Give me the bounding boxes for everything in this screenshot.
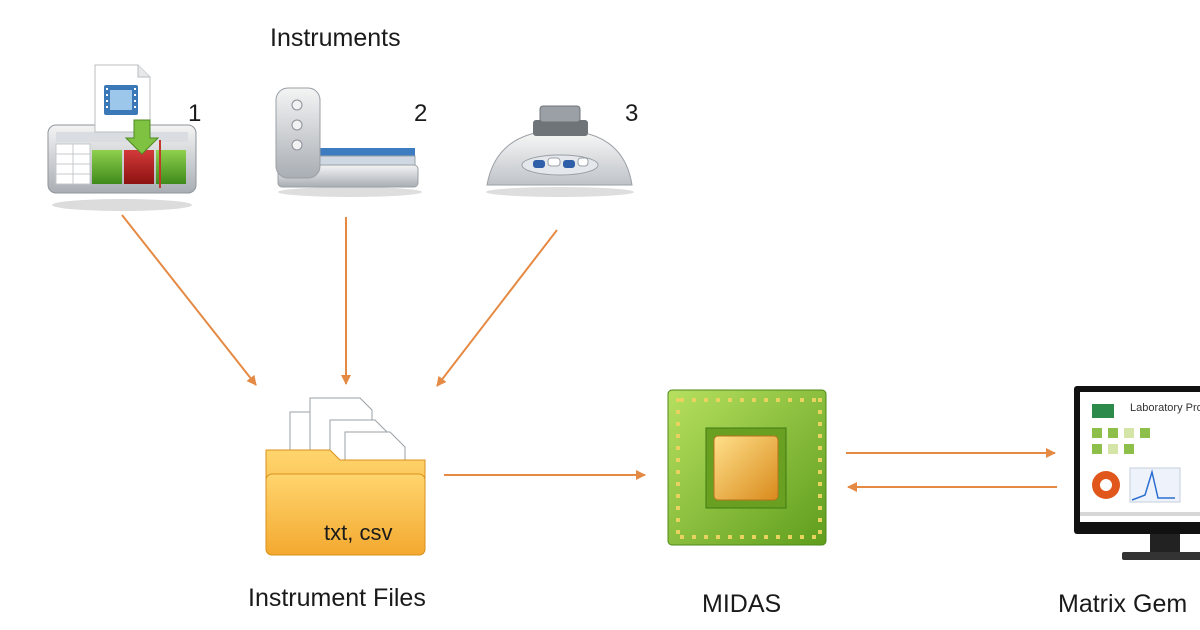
chip-contact-dot [728, 535, 732, 539]
chip-contact-dot [818, 422, 822, 426]
chip-contact-dot [752, 398, 756, 402]
chip-contact-dot [704, 398, 708, 402]
chip-contact-dot [788, 398, 792, 402]
chip-contact-dot [818, 398, 822, 402]
chip-contact-dot [818, 482, 822, 486]
chip-contact-dot [764, 535, 768, 539]
chip-contact-dot [680, 535, 684, 539]
chip-contact-dot [788, 535, 792, 539]
analyzer-instrument-icon [275, 87, 422, 197]
chip-contact-dot [676, 434, 680, 438]
chip-contact-dot [818, 494, 822, 498]
arrow-instrument3-to-files [436, 229, 558, 387]
chip-contact-dot [676, 482, 680, 486]
chip-contact-dot [676, 422, 680, 426]
chip-contact-dot [752, 535, 756, 539]
chip-contact-dot [740, 535, 744, 539]
instrument-number-2: 2 [414, 100, 428, 127]
folder-file-types: txt, csv [324, 520, 393, 545]
chip-contact-dot [818, 446, 822, 450]
tray-instrument-icon [486, 105, 634, 197]
instrument-number-1: 1 [188, 100, 202, 127]
chip-contact-dot [716, 535, 720, 539]
chip-contact-dot [812, 535, 816, 539]
chip-contact-dot [676, 470, 680, 474]
chip-contact-dot [676, 446, 680, 450]
instruments-title: Instruments [270, 24, 401, 52]
chip-contact-dot [818, 530, 822, 534]
chip-contact-dot [818, 458, 822, 462]
chip-contact-dot [676, 530, 680, 534]
chip-contact-dot [676, 506, 680, 510]
chip-contact-dot [692, 398, 696, 402]
chip-contact-dot [704, 535, 708, 539]
chip-contact-dot [676, 518, 680, 522]
chip-contact-dot [800, 398, 804, 402]
chip-contact-dot [676, 410, 680, 414]
arrow-instrument1-to-files [121, 214, 257, 386]
chip-contact-dot [818, 470, 822, 474]
matrix-label: Matrix Gem [1058, 590, 1188, 618]
chip-contact-dot [800, 535, 804, 539]
chip-contact-dot [776, 535, 780, 539]
matrix-monitor-icon [1074, 386, 1200, 560]
chip-contact-dot [680, 398, 684, 402]
chip-contact-dot [676, 398, 680, 402]
chip-contact-dot [818, 410, 822, 414]
chip-contact-dot [728, 398, 732, 402]
chip-contact-dot [776, 398, 780, 402]
chip-contact-dot [818, 434, 822, 438]
monitor-screen-title: Laboratory Pro [1130, 402, 1200, 414]
chip-contact-dot [716, 398, 720, 402]
chip-contact-dot [818, 506, 822, 510]
chip-contact-dot [676, 458, 680, 462]
instrument-files-folder-icon [265, 397, 426, 556]
chip-contact-dot [764, 398, 768, 402]
spreadsheet-instrument-icon [47, 64, 197, 211]
chip-contact-dot [818, 518, 822, 522]
instrument-number-3: 3 [625, 100, 639, 127]
midas-chip-icon [667, 389, 827, 546]
instrument-files-label: Instrument Files [248, 584, 426, 612]
chip-contact-dot [812, 398, 816, 402]
midas-label: MIDAS [702, 590, 782, 618]
chip-contact-dot [676, 494, 680, 498]
chip-contact-dot [692, 535, 696, 539]
chip-contact-dot [740, 398, 744, 402]
